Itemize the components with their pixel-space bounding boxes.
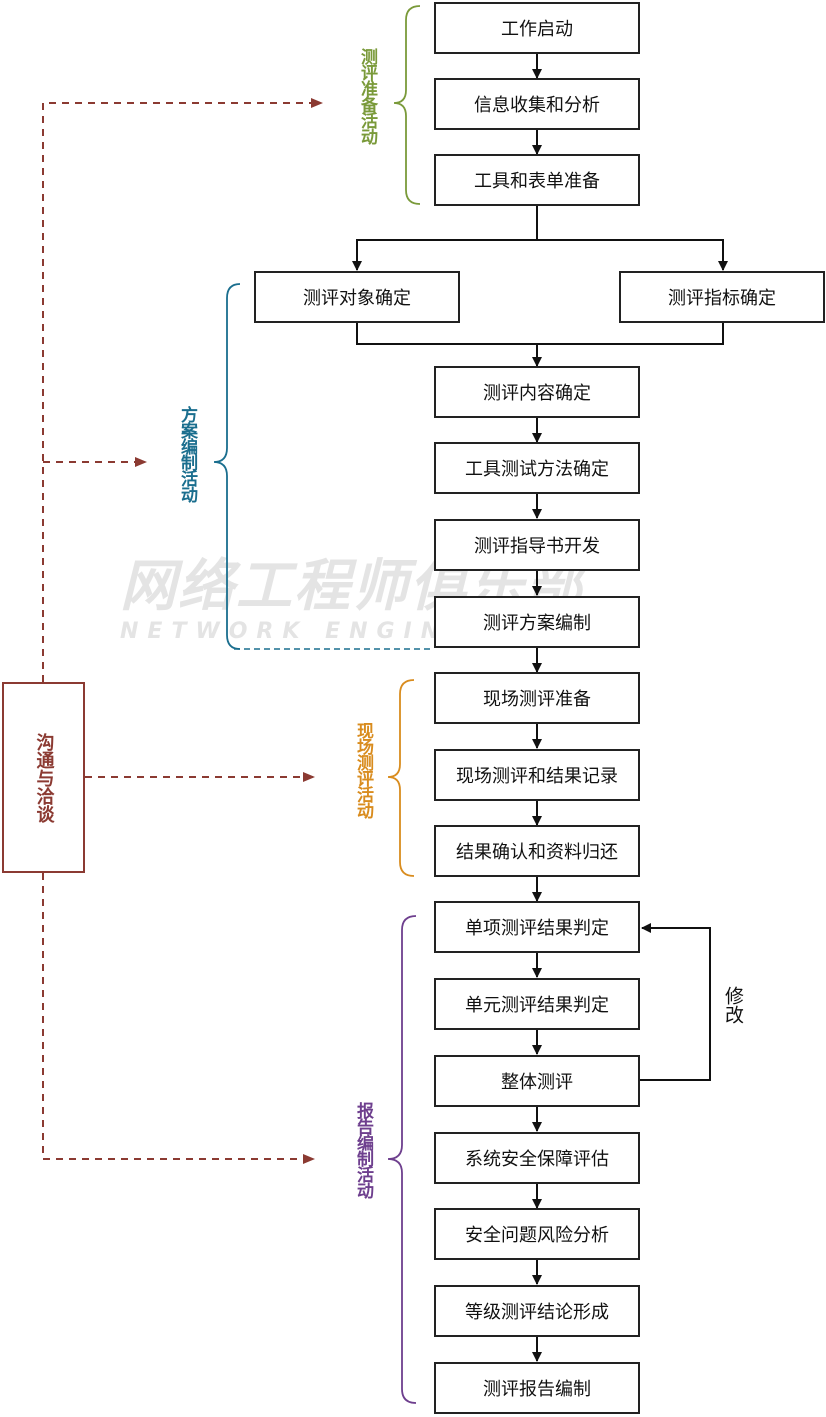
step-field-record: 现场测评和结果记录 [434, 749, 640, 801]
comm-line-prep [42, 98, 323, 682]
step-work-start: 工作启动 [434, 2, 640, 54]
step-report-compile: 测评报告编制 [434, 1362, 640, 1414]
merge-line [356, 323, 724, 345]
step-single-judge: 单项测评结果判定 [434, 901, 640, 953]
step-unit-judge: 单元测评结果判定 [434, 978, 640, 1030]
step-plan-compile: 测评方案编制 [434, 596, 640, 648]
step-guide-develop: 测评指导书开发 [434, 519, 640, 571]
phase-label-prep: 测评准备活动 [357, 48, 377, 144]
brace-plan [213, 283, 241, 650]
brace-report [387, 915, 417, 1404]
step-security-assess: 系统安全保障评估 [434, 1132, 640, 1184]
step-info-collection: 信息收集和分析 [434, 78, 640, 130]
step-confirm-return: 结果确认和资料归还 [434, 825, 640, 877]
step-indicator-determine: 测评指标确定 [619, 271, 825, 323]
phase-label-report: 报告编制活动 [353, 1102, 373, 1198]
step-field-prep: 现场测评准备 [434, 672, 640, 724]
brace-field [387, 679, 415, 877]
step-tool-method: 工具测试方法确定 [434, 442, 640, 494]
phase-label-field: 现场测评活动 [353, 722, 373, 818]
step-risk-analysis: 安全问题风险分析 [434, 1208, 640, 1260]
brace-prep [393, 5, 421, 205]
step-overall-eval: 整体测评 [434, 1055, 640, 1107]
comm-line-report [42, 873, 315, 1164]
step-conclusion: 等级测评结论形成 [434, 1285, 640, 1337]
step-tools-forms: 工具和表单准备 [434, 154, 640, 206]
communication-box: 沟通与洽谈 [2, 682, 85, 873]
split-line [352, 206, 538, 271]
step-target-determine: 测评对象确定 [254, 271, 460, 323]
step-content-determine: 测评内容确定 [434, 366, 640, 418]
feedback-loop [640, 923, 711, 1081]
split-line-right [537, 239, 728, 271]
phase-label-plan: 方案编制活动 [177, 406, 197, 502]
communication-label: 沟通与洽谈 [33, 732, 55, 823]
feedback-label: 修改 [722, 986, 744, 1024]
